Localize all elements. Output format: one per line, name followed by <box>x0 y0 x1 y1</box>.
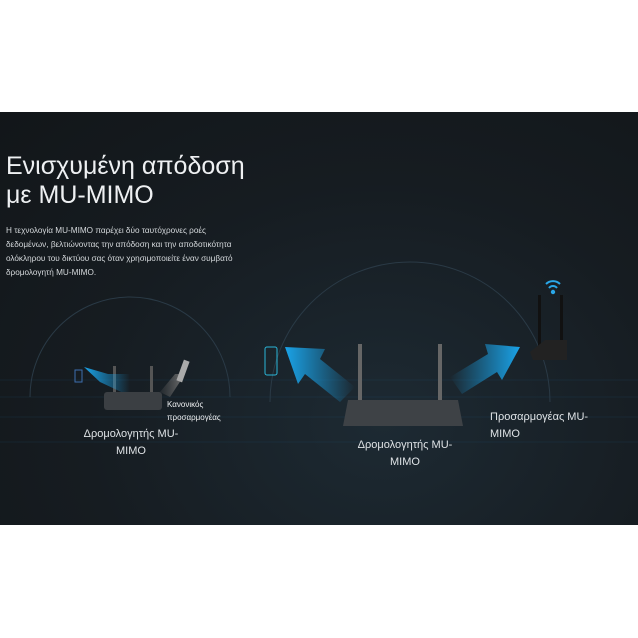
wifi-icon <box>545 280 561 295</box>
center-router <box>264 280 567 426</box>
title-line-1: Ενισχυμένη απόδοση <box>6 152 245 180</box>
arrow-to-phone <box>285 347 355 402</box>
mumimo-adapter-label: Προσαρμογέας MU-MIMO <box>490 411 589 440</box>
left-router-label: Δρομολογητής MU-MIMO <box>83 428 179 457</box>
left-router <box>74 359 190 410</box>
arrow-to-adapter <box>450 344 520 394</box>
signal-arcs <box>29 261 551 403</box>
arrow-left-small <box>84 367 130 396</box>
center-router-label: Δρομολογητής MU-MIMO <box>357 439 453 468</box>
title-line-2: με MU-MIMO <box>6 181 154 209</box>
description: Η τεχνολογία MU-MIMO παρέχει δύο ταυτόχρ… <box>6 226 233 277</box>
normal-adapter-label: Κανονικός προσαρμογέας <box>167 400 221 422</box>
usb-adapter <box>530 340 567 360</box>
phone-icon <box>264 346 278 376</box>
illustration <box>0 261 638 443</box>
